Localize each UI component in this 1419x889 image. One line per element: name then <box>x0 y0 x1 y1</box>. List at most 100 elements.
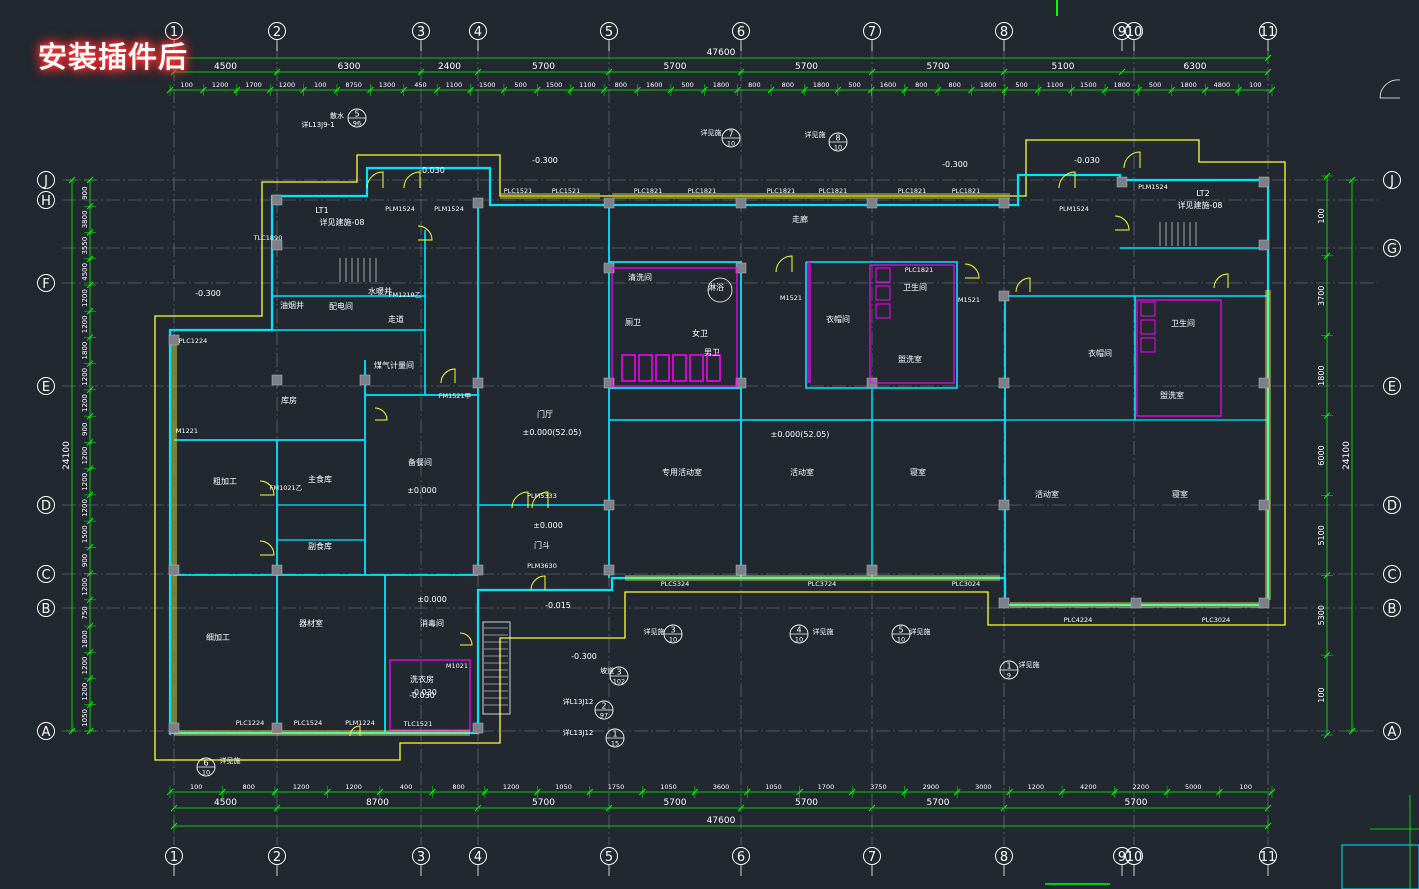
axis-bubble-col-3[interactable]: 3 <box>412 847 430 877</box>
structural-column <box>168 722 180 734</box>
level-label: -0.030 <box>1074 156 1100 165</box>
window-label: PLC1224 <box>179 337 208 345</box>
dim-bottom-detail-label: 4200 <box>1080 783 1097 791</box>
axis-bubble-col-2[interactable]: 2 <box>268 22 286 52</box>
axis-bubble-row-H[interactable]: H <box>37 191 55 210</box>
annotation-note: 详L13J9-1 <box>301 120 334 129</box>
detail-marker-den: 9 <box>1007 672 1011 680</box>
axis-bubble-row-D[interactable]: D <box>1383 496 1401 515</box>
axis-bubble-row-J[interactable]: J <box>37 171 55 190</box>
axis-bubble-circle <box>1125 847 1143 865</box>
dim-left-detail-label: 1200 <box>81 578 89 596</box>
dim-bottom-bays-label: 8700 <box>366 798 389 808</box>
door-label: PLM1524 <box>1059 205 1089 213</box>
detail-marker-num: 7 <box>728 130 733 139</box>
axis-bubble-label: A <box>1388 725 1397 740</box>
axis-bubble-row-B[interactable]: B <box>37 599 55 618</box>
axis-bubble-row-A[interactable]: A <box>37 722 55 741</box>
window-label: PLC5324 <box>661 580 690 588</box>
structural-column <box>1130 597 1142 609</box>
axis-bubble-col-9[interactable]: 9 <box>1113 22 1131 52</box>
level-label: -0.030 <box>419 166 445 175</box>
axis-bubble-col-5[interactable]: 5 <box>600 847 618 877</box>
dim-top-detail-label: 800 <box>615 81 627 89</box>
dim-top-overall-label: 47600 <box>707 48 736 58</box>
annotation-note: 详L13J12 <box>563 697 594 706</box>
axis-bubble-col-10[interactable]: 10 <box>1125 22 1143 52</box>
axis-bubble-label: 1 <box>170 850 178 865</box>
room-label: 活动室 <box>790 467 814 477</box>
dim-right-detail-label: 5300 <box>1317 605 1326 625</box>
axis-bubble-row-A[interactable]: A <box>1383 722 1401 741</box>
room-label: 淋浴 <box>708 282 724 292</box>
room-label: 详见建施-08 <box>1177 200 1222 210</box>
axis-bubble-col-4[interactable]: 4 <box>469 22 487 52</box>
room-label: ±0.000 <box>533 521 563 530</box>
room-label: 门斗 <box>534 540 550 550</box>
window-label: PLC1821 <box>634 187 663 195</box>
annotation-note: 散水 <box>330 111 344 120</box>
room-label: 库房 <box>281 395 297 405</box>
room-label: 主食库 <box>308 474 332 484</box>
axis-bubble-row-G[interactable]: G <box>1383 239 1401 258</box>
axis-bubble-row-B[interactable]: B <box>1383 599 1401 618</box>
axis-bubble-col-7[interactable]: 7 <box>863 22 881 52</box>
toilet-stall <box>706 354 721 382</box>
axis-bubble-circle <box>1259 22 1277 40</box>
axis-bubble-col-6[interactable]: 6 <box>732 847 750 877</box>
dim-bottom-detail-label: 1050 <box>555 783 572 791</box>
dim-bottom-detail-label: 800 <box>243 783 255 791</box>
axis-bubble-label: 11 <box>1260 25 1277 40</box>
dim-top-bays-label: 6300 <box>1184 62 1207 72</box>
axis-bubble-col-3[interactable]: 3 <box>412 22 430 52</box>
dim-top-bays-label: 2400 <box>438 62 461 72</box>
room-label: 盥洗室 <box>1160 390 1184 400</box>
axis-bubble-col-1[interactable]: 1 <box>165 847 183 877</box>
level-label: -0.015 <box>545 601 571 610</box>
axis-bubble-circle <box>863 847 881 865</box>
axis-bubble-col-11[interactable]: 11 <box>1259 22 1277 52</box>
door-label: M1021 <box>446 662 468 670</box>
axis-bubble-col-8[interactable]: 8 <box>995 847 1013 877</box>
detail-marker-num: 2 <box>601 702 606 711</box>
axis-bubble-row-C[interactable]: C <box>1383 565 1401 584</box>
axis-bubble-col-2[interactable]: 2 <box>268 847 286 877</box>
door-swing <box>775 255 793 273</box>
dim-bottom-detail-label: 2900 <box>923 783 940 791</box>
window-label: PLC1224 <box>236 719 265 727</box>
axis-bubble-label: H <box>41 194 51 209</box>
fixture-outline <box>1136 299 1222 417</box>
axis-bubble-col-1[interactable]: 1 <box>165 22 183 52</box>
axis-bubble-col-9[interactable]: 9 <box>1113 847 1131 877</box>
structural-column <box>168 334 180 346</box>
axis-bubble-row-E[interactable]: E <box>37 377 55 396</box>
fixture-outline <box>389 659 471 731</box>
axis-bubble-col-6[interactable]: 6 <box>732 22 750 52</box>
axis-bubble-label: 3 <box>417 850 425 865</box>
axis-bubble-col-10[interactable]: 10 <box>1125 847 1143 877</box>
axis-bubble-col-5[interactable]: 5 <box>600 22 618 52</box>
axis-bubble-row-C[interactable]: C <box>37 565 55 584</box>
detail-marker: 610 <box>196 757 216 777</box>
axis-bubble-col-7[interactable]: 7 <box>863 847 881 877</box>
axis-bubble-row-J[interactable]: J <box>1383 171 1401 190</box>
axis-bubble-col-4[interactable]: 4 <box>469 847 487 877</box>
dim-top-detail-label: 1800 <box>713 81 730 89</box>
annotation-note: 详见施 <box>220 756 241 765</box>
room-label: 洗衣房 <box>410 674 434 684</box>
level-label: -0.030 <box>409 691 435 700</box>
axis-bubble-col-8[interactable]: 8 <box>995 22 1013 52</box>
detail-marker-den: 97 <box>600 712 608 720</box>
dim-top-bays-tick <box>1118 68 1126 76</box>
structural-column <box>735 197 747 209</box>
door-label: M1221 <box>176 427 198 435</box>
dim-top-bays-label: 4500 <box>214 62 237 72</box>
axis-bubble-row-E[interactable]: E <box>1383 377 1401 396</box>
axis-bubble-col-11[interactable]: 11 <box>1259 847 1277 877</box>
axis-bubble-row-D[interactable]: D <box>37 496 55 515</box>
axis-bubble-row-F[interactable]: F <box>37 274 55 293</box>
axis-bubble-label: 7 <box>868 25 876 40</box>
door-swing <box>1058 171 1076 189</box>
